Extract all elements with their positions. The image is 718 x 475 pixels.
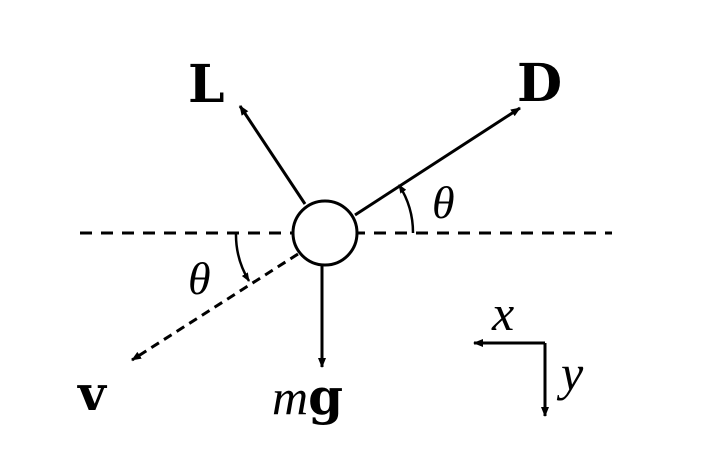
- velocity-angle-label: θ: [188, 253, 211, 304]
- body-circle: [291, 199, 359, 267]
- velocity-label: v: [77, 366, 108, 422]
- drag-angle-arc: [397, 184, 415, 234]
- velocity-angle-arc: [234, 232, 251, 282]
- weight-gravity-symbol: g: [308, 367, 343, 426]
- drag-angle-label: θ: [432, 177, 455, 228]
- lift-label: L: [188, 54, 225, 115]
- drag-label: D: [517, 53, 562, 114]
- lift-vector-arrow: [238, 105, 307, 205]
- y-axis-label: y: [556, 345, 584, 401]
- drag-vector-arrow: [354, 106, 521, 217]
- velocity-vector-arrow: [131, 252, 299, 362]
- x-axis-label: x: [491, 285, 514, 341]
- weight-mass-symbol: m: [272, 369, 308, 425]
- weight-label: mg: [272, 367, 343, 426]
